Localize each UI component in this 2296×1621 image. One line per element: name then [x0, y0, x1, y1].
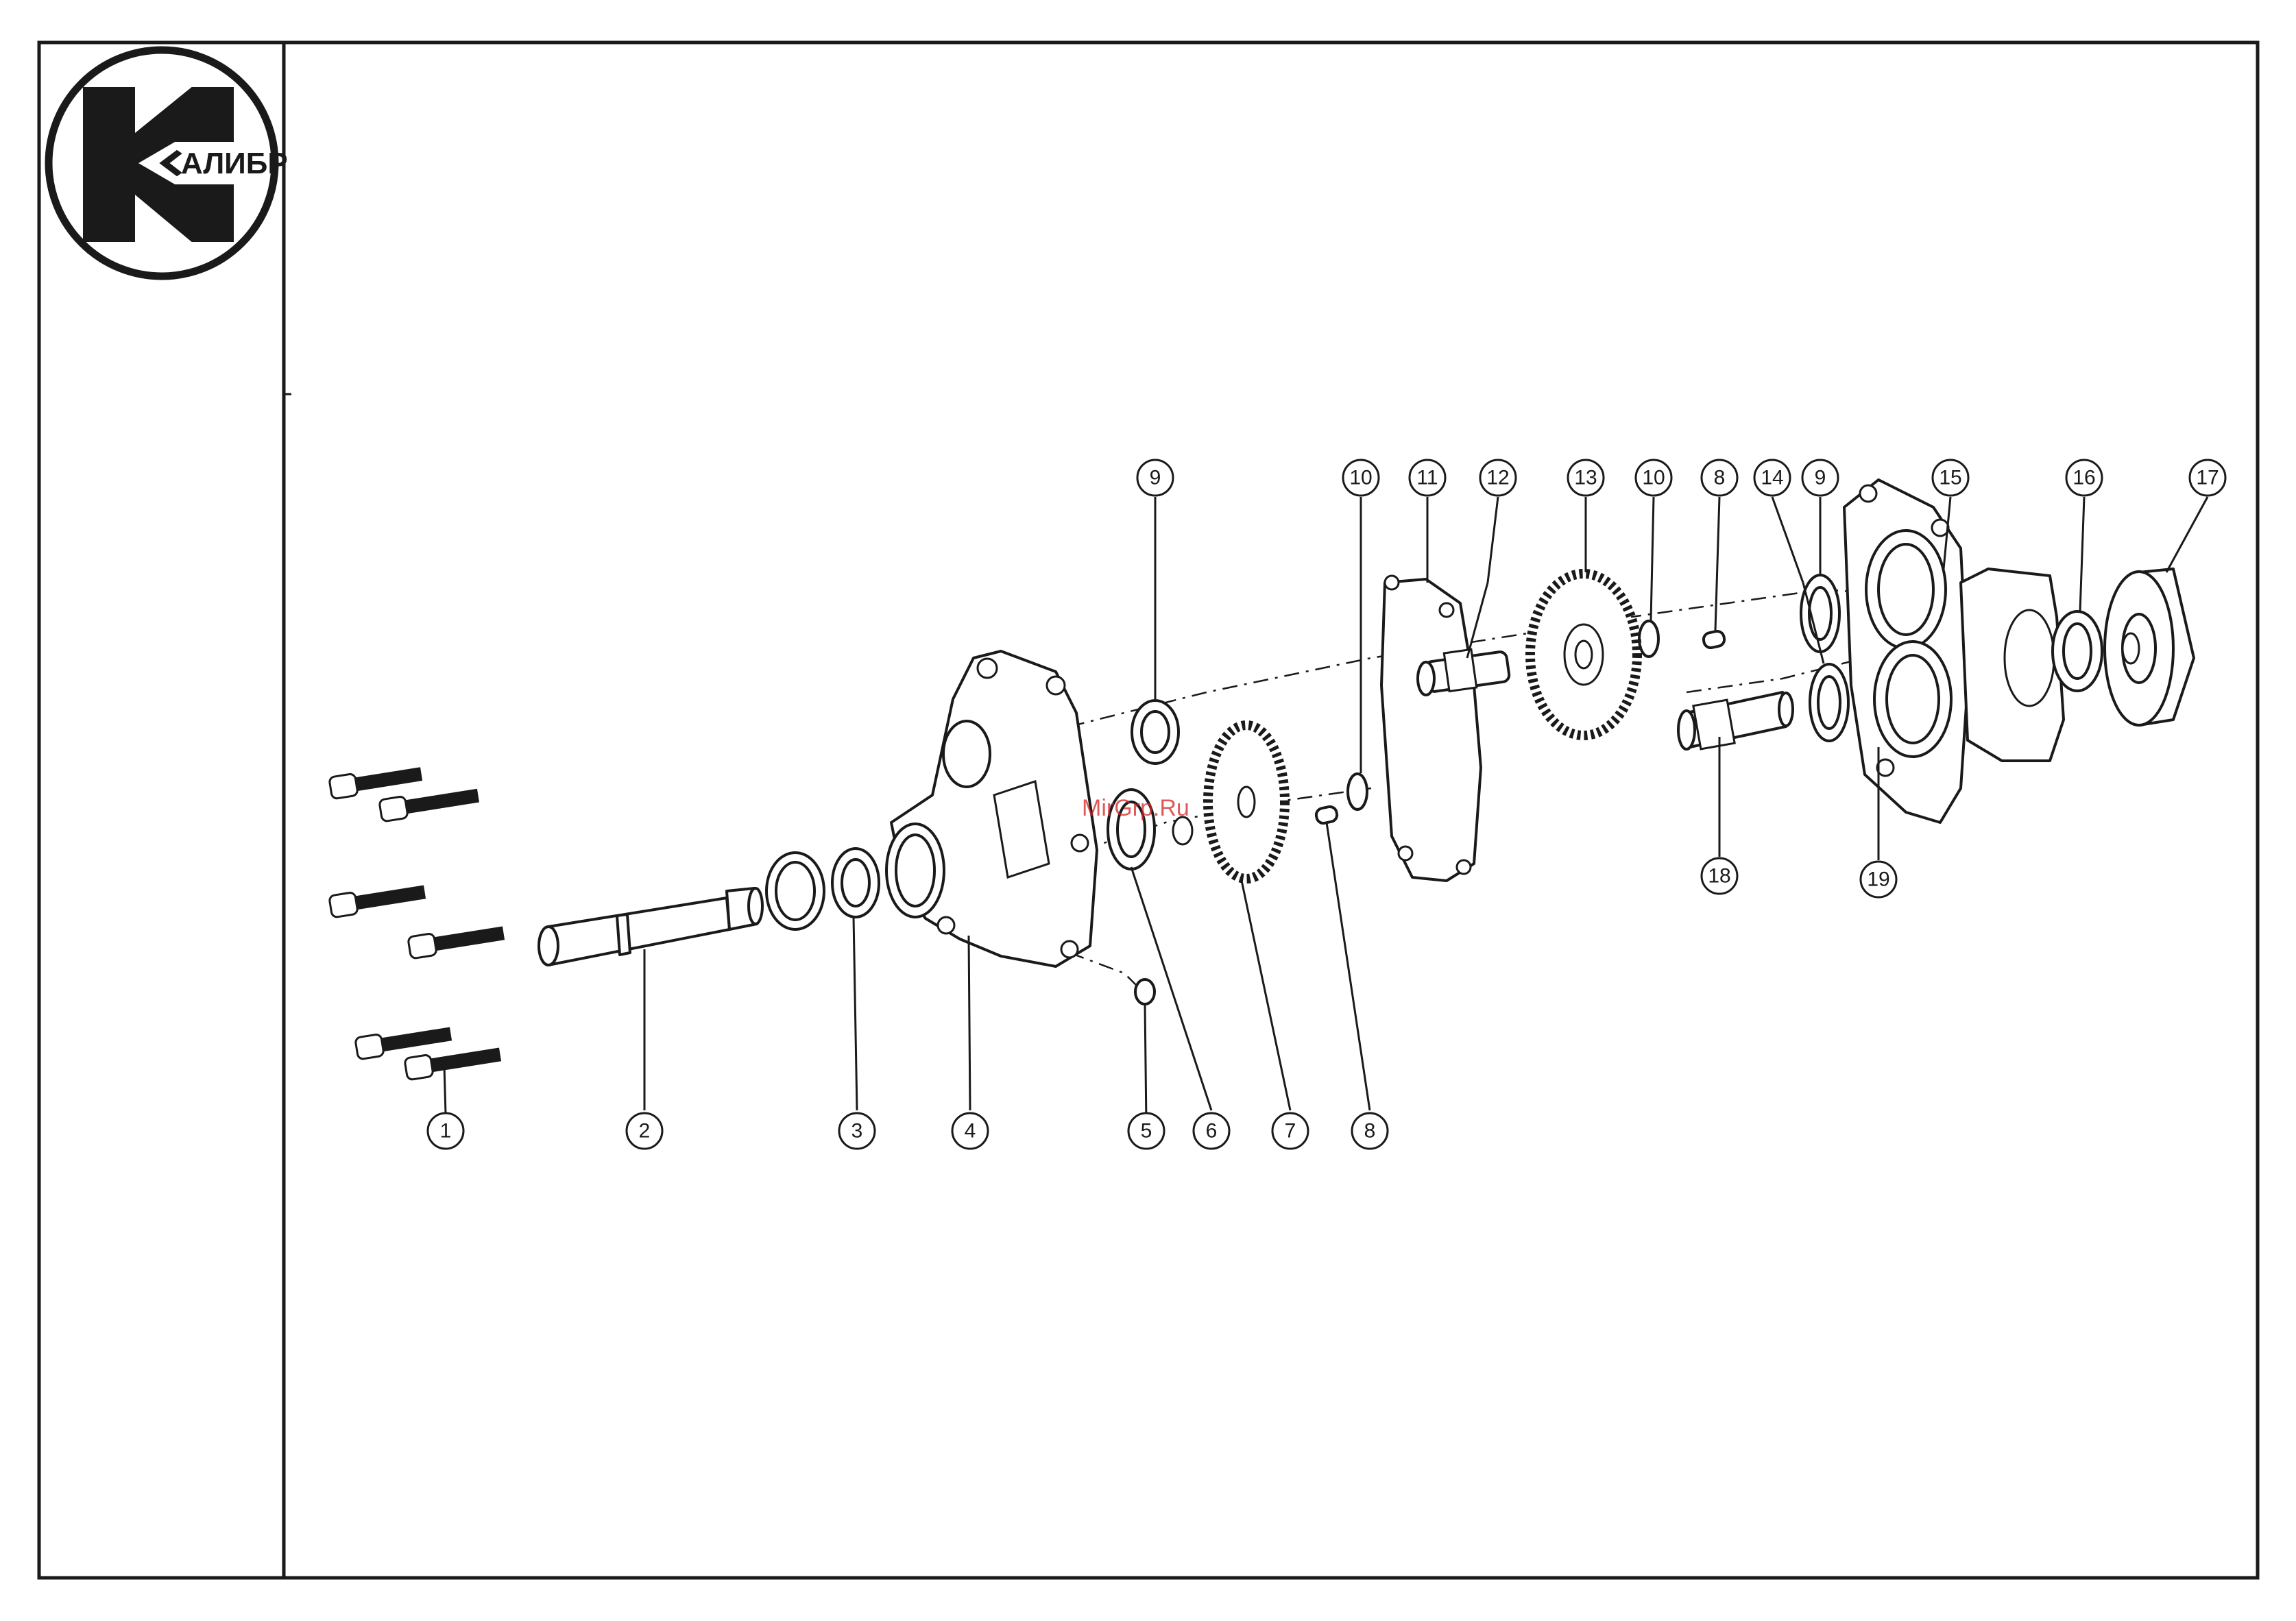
- svg-text:9: 9: [1150, 467, 1161, 489]
- svg-text:16: 16: [2073, 467, 2095, 489]
- retaining-ring-part-10-rear: [1639, 621, 1658, 657]
- callout-9-rear: 9: [1802, 460, 1838, 496]
- callout-4: 4: [952, 1113, 988, 1149]
- callout-12: 12: [1480, 460, 1516, 496]
- callout-1: 1: [428, 1113, 463, 1149]
- callout-10-front: 10: [1343, 460, 1379, 496]
- callout-13: 13: [1568, 460, 1604, 496]
- callout-14: 14: [1754, 460, 1790, 496]
- svg-text:13: 13: [1574, 467, 1597, 489]
- svg-text:5: 5: [1141, 1120, 1152, 1143]
- callout-19: 19: [1861, 862, 1896, 897]
- gear-part-7: [1208, 725, 1285, 879]
- svg-text:4: 4: [965, 1120, 976, 1143]
- svg-text:7: 7: [1285, 1120, 1296, 1143]
- callout-5: 5: [1128, 1113, 1164, 1149]
- bearing-part-9-rear: [1801, 575, 1839, 652]
- bearing-part-9-front: [1132, 700, 1179, 764]
- svg-text:17: 17: [2196, 467, 2219, 489]
- svg-text:10: 10: [1349, 467, 1372, 489]
- bearing-part-16: [2053, 611, 2102, 691]
- callout-8-front: 8: [1352, 1113, 1388, 1149]
- svg-text:11: 11: [1416, 467, 1438, 489]
- logo-wordmark: АЛИБР: [181, 147, 288, 180]
- svg-text:10: 10: [1642, 467, 1665, 489]
- callout-2: 2: [627, 1113, 662, 1149]
- callout-7: 7: [1272, 1113, 1308, 1149]
- gear-part-13: [1530, 574, 1637, 735]
- svg-text:15: 15: [1939, 467, 1961, 489]
- callout-9-front: 9: [1137, 460, 1173, 496]
- gasket-part-11: [1381, 576, 1481, 881]
- svg-text:12: 12: [1486, 467, 1509, 489]
- callout-18: 18: [1702, 858, 1737, 894]
- callout-11: 11: [1410, 460, 1445, 496]
- svg-text:2: 2: [639, 1120, 651, 1143]
- svg-text:1: 1: [440, 1120, 452, 1143]
- svg-text:8: 8: [1714, 467, 1726, 489]
- bearing-part-14: [1810, 664, 1848, 741]
- callout-3: 3: [839, 1113, 875, 1149]
- bearing-part-3: [766, 849, 879, 929]
- motor-flange-part-19: [1961, 569, 2064, 761]
- front-housing-part-4: [886, 651, 1097, 966]
- rear-housing-part-15: [1844, 480, 1968, 822]
- callout-6: 6: [1194, 1113, 1229, 1149]
- retaining-ring-part-10-front: [1348, 774, 1367, 809]
- cover-part-17: [2105, 569, 2194, 725]
- svg-text:6: 6: [1206, 1120, 1218, 1143]
- pin-part-8-rear: [1702, 630, 1726, 649]
- svg-text:8: 8: [1364, 1120, 1376, 1143]
- svg-text:18: 18: [1708, 865, 1730, 888]
- callout-15: 15: [1933, 460, 1968, 496]
- callout-10-rear: 10: [1636, 460, 1671, 496]
- svg-text:19: 19: [1867, 868, 1889, 891]
- svg-text:14: 14: [1761, 467, 1783, 489]
- callout-16: 16: [2066, 460, 2102, 496]
- kalibr-logo: АЛИБР: [49, 50, 288, 276]
- assembly-axis-screw: [1070, 953, 1138, 987]
- watermark-text: MirGrp.Ru: [1082, 795, 1189, 821]
- input-shaft-part-18: [1678, 692, 1793, 749]
- plug-part-5: [1135, 979, 1155, 1124]
- svg-text:9: 9: [1815, 467, 1826, 489]
- output-shaft-part-2: [539, 888, 762, 965]
- screws-part-1: [329, 764, 505, 1080]
- svg-text:3: 3: [851, 1120, 863, 1143]
- pin-part-8-front: [1315, 805, 1338, 825]
- callout-8-rear: 8: [1702, 460, 1737, 496]
- callout-17: 17: [2190, 460, 2225, 496]
